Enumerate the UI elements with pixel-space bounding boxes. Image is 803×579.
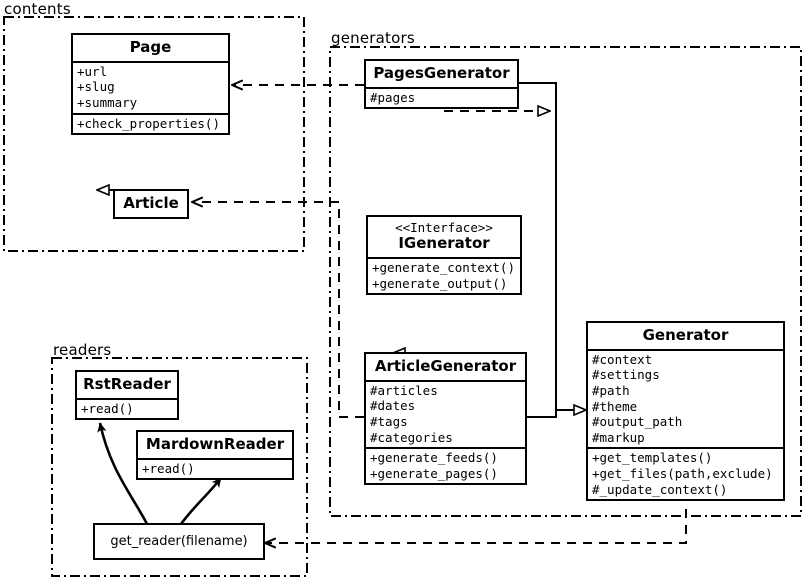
class-rst-reader-methods: +read() — [77, 397, 177, 419]
class-generator-title: Generator — [642, 326, 729, 344]
class-generator-methods: +get_templates() +get_files(path,exclude… — [588, 447, 783, 499]
class-rst-reader[interactable]: RstReader +read() — [75, 370, 179, 421]
contents-package-label: contents — [4, 0, 71, 18]
class-igenerator-method: +generate_output() — [372, 275, 508, 291]
class-generator-attribute: #context — [592, 351, 653, 367]
readers-package-label: readers — [53, 341, 112, 359]
class-article-generator[interactable]: ArticleGenerator #articles #dates #tags … — [364, 352, 527, 486]
class-mardown-reader-method: +read() — [142, 460, 195, 476]
class-pages-generator-attributes: #pages — [366, 86, 517, 108]
class-article-generator-attribute: #tags — [370, 413, 408, 429]
class-article-generator-attribute: #articles — [370, 382, 438, 398]
class-generator-method: +get_templates() — [592, 450, 713, 466]
edge-generator-to-get-reader — [264, 509, 687, 549]
class-article-generator-method: +generate_pages() — [370, 465, 498, 481]
class-pages-generator[interactable]: PagesGenerator #pages — [364, 59, 519, 110]
class-pages-generator-title: PagesGenerator — [373, 64, 510, 82]
class-generator-attributes: #context #settings #path #theme #output_… — [588, 348, 783, 448]
edge-articlegenerator-to-generator — [527, 410, 557, 418]
class-article-generator-methods: +generate_feeds() +generate_pages() — [366, 447, 525, 483]
class-mardown-reader[interactable]: MardownReader +read() — [136, 430, 294, 481]
class-page-attributes: +url +slug +summary — [73, 60, 228, 113]
class-generator-attribute: #output_path — [592, 414, 683, 430]
class-rst-reader-method: +read() — [81, 400, 134, 416]
class-generator-attribute: #settings — [592, 367, 660, 383]
class-generator-attribute: #theme — [592, 398, 638, 414]
class-generator-method: +get_files(path,exclude) — [592, 465, 773, 481]
class-page-attribute: +slug — [77, 79, 115, 95]
function-get-reader-label: get_reader(filename) — [110, 534, 248, 549]
class-page-methods: +check_properties() — [73, 112, 228, 134]
class-article-generator-attribute: #dates — [370, 398, 416, 414]
edge-get-reader-to-mardownreader — [179, 477, 223, 525]
class-igenerator-stereotype: <<Interface>> — [395, 220, 493, 235]
class-generator-attribute: #path — [592, 382, 630, 398]
edge-pagesgenerator-to-generator — [519, 82, 574, 410]
function-get-reader[interactable]: get_reader(filename) — [93, 523, 265, 560]
class-mardown-reader-title: MardownReader — [145, 435, 285, 453]
class-igenerator-title: <<Interface>> IGenerator — [368, 217, 520, 257]
class-igenerator-methods: +generate_context() +generate_output() — [368, 257, 520, 293]
class-article-generator-attributes: #articles #dates #tags #categories — [366, 379, 525, 447]
class-article[interactable]: Article — [113, 189, 189, 219]
class-article-generator-title: ArticleGenerator — [374, 357, 517, 375]
class-page-method: +check_properties() — [77, 115, 220, 131]
class-igenerator-method: +generate_context() — [372, 260, 515, 276]
class-mardown-reader-methods: +read() — [138, 457, 292, 479]
class-igenerator[interactable]: <<Interface>> IGenerator +generate_conte… — [366, 215, 522, 296]
class-generator-attribute: #markup — [592, 429, 645, 445]
class-article-generator-attribute: #categories — [370, 429, 453, 445]
class-article-title: Article — [123, 194, 179, 212]
class-pages-generator-attribute: #pages — [370, 89, 416, 105]
class-igenerator-name: IGenerator — [398, 234, 490, 253]
class-page-attribute: +summary — [77, 94, 138, 110]
class-rst-reader-title: RstReader — [83, 375, 171, 393]
class-page[interactable]: Page +url +slug +summary +check_properti… — [71, 33, 230, 136]
edge-articlegenerator-to-article — [191, 196, 364, 418]
class-generator[interactable]: Generator #context #settings #path #them… — [586, 321, 785, 502]
class-article-generator-method: +generate_feeds() — [370, 450, 498, 466]
class-page-title: Page — [129, 38, 172, 56]
class-generator-method: #_update_context() — [592, 481, 728, 497]
generators-package-label: generators — [331, 29, 415, 47]
class-page-attribute: +url — [77, 63, 108, 79]
